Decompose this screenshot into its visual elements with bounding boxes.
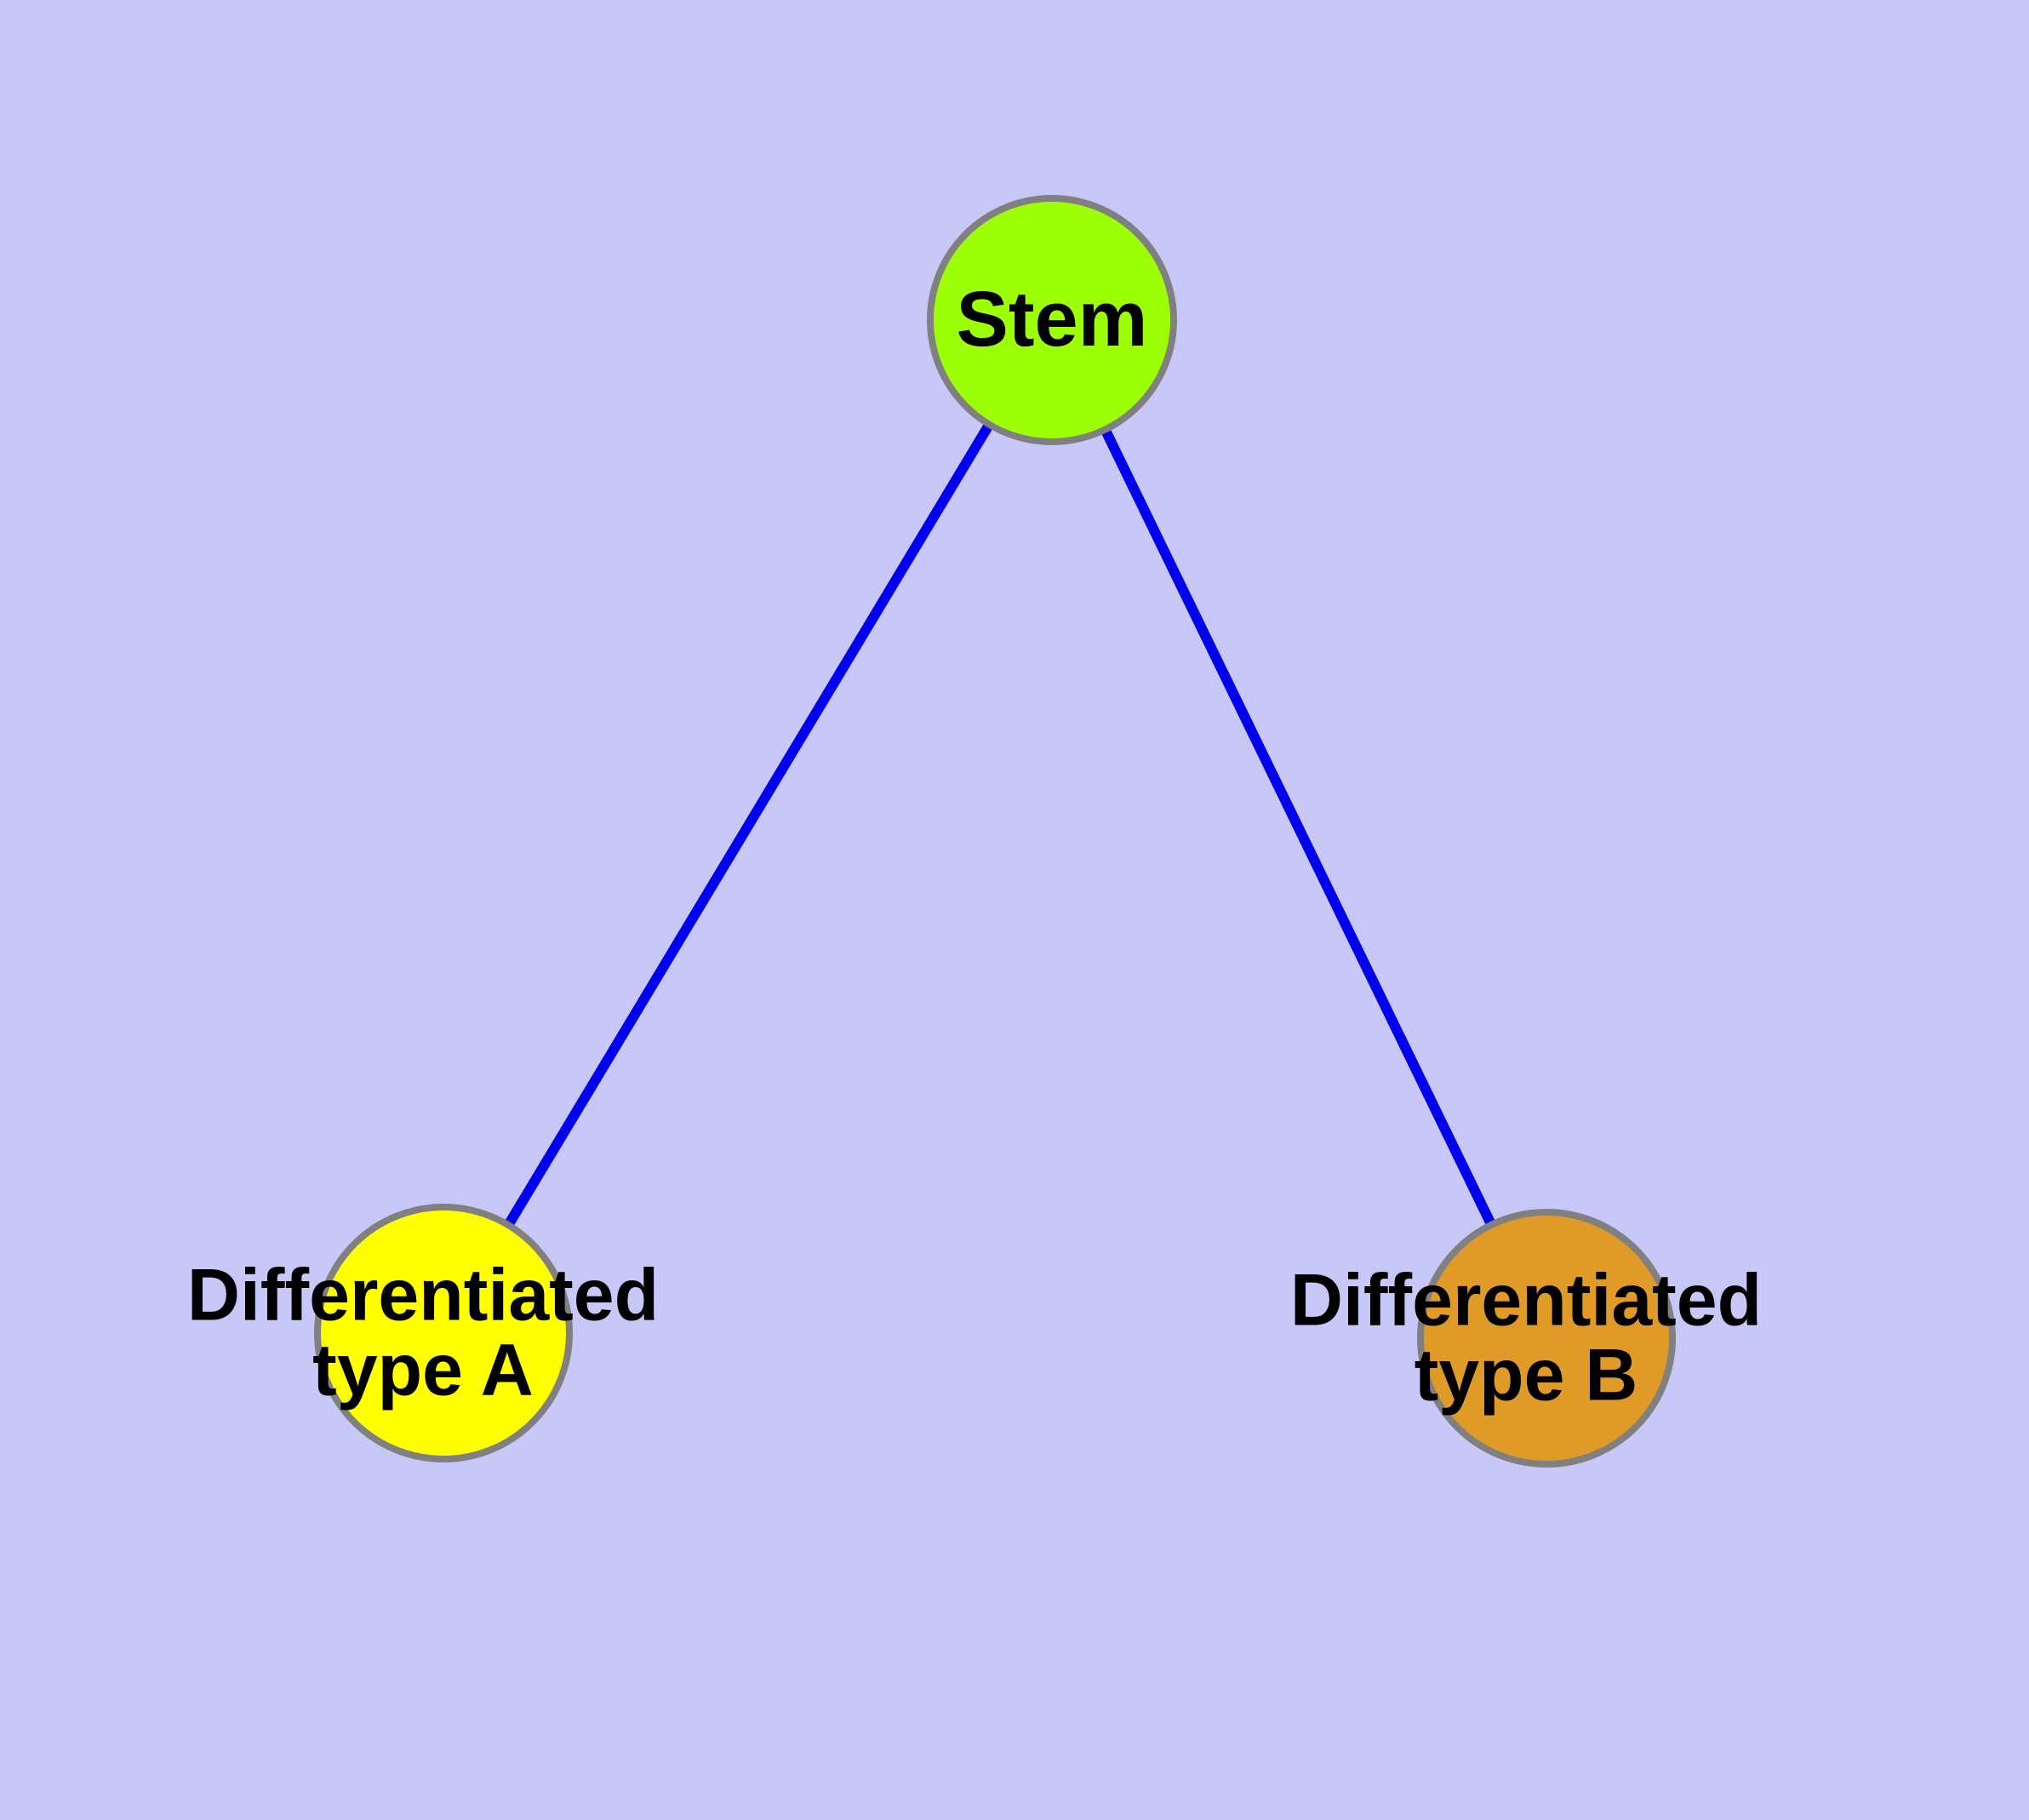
- node-circle-diff-a[interactable]: [314, 1204, 573, 1462]
- node-circle-diff-b[interactable]: [1417, 1209, 1676, 1468]
- node-circle-stem[interactable]: [927, 195, 1177, 445]
- edge-layer: [499, 414, 1500, 1235]
- edge-stem-to-diff-b[interactable]: [1096, 420, 1500, 1235]
- edge-stem-to-diff-a[interactable]: [499, 414, 998, 1235]
- node-layer: [314, 195, 1676, 1468]
